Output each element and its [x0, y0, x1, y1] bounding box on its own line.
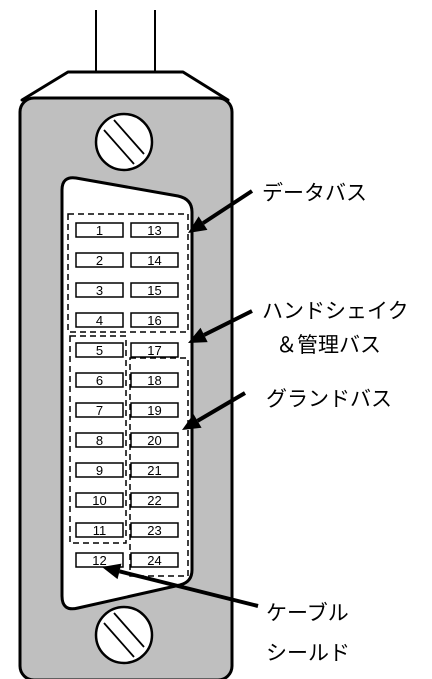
pin-6-label: 6	[96, 373, 103, 388]
pin-19-box	[130, 402, 179, 418]
pin-13-box	[130, 222, 179, 238]
pin-6-box	[75, 372, 124, 388]
pin-17-label: 17	[147, 343, 161, 358]
pin-10-label: 10	[92, 493, 106, 508]
handshake-bus-label-line1: ハンドシェイク	[262, 299, 409, 323]
pin-16-box	[130, 312, 179, 328]
ground-bus-label: グランドバス	[266, 387, 392, 411]
pin-9-box	[75, 462, 124, 478]
pin-11-label: 11	[93, 523, 107, 538]
pin-24-label: 24	[147, 553, 161, 568]
data-bus-label: データバス	[262, 181, 367, 205]
pin-3-box	[75, 282, 124, 298]
pin-18-label: 18	[147, 373, 161, 388]
connector-insert	[60, 176, 194, 611]
pin-9-label: 9	[96, 463, 103, 478]
pin-24-box	[130, 552, 179, 568]
connector-hood	[20, 70, 230, 102]
bottom-screw-icon	[94, 605, 154, 665]
pin-1-label: 1	[96, 223, 103, 238]
pin-1-box	[75, 222, 124, 238]
pin-22-box	[130, 492, 179, 508]
pin-22-label: 22	[147, 493, 161, 508]
handshake-bus-arrow	[188, 309, 253, 343]
pin-21-box	[130, 462, 179, 478]
pin-23-box	[130, 522, 179, 538]
ground-bus-arrow	[182, 391, 247, 430]
ground-bus-group	[129, 357, 189, 577]
pin-14-box	[130, 252, 179, 268]
pin-12-label: 12	[92, 553, 106, 568]
data-bus-group	[67, 213, 189, 333]
pin-7-label: 7	[96, 403, 103, 418]
pin-20-box	[130, 432, 179, 448]
pin-14-label: 14	[147, 253, 161, 268]
pin-15-box	[130, 282, 179, 298]
pin-8-label: 8	[96, 433, 103, 448]
pin-23-label: 23	[147, 523, 161, 538]
pin-2-label: 2	[96, 253, 103, 268]
pin-5-box	[75, 342, 124, 358]
pin-3-label: 3	[96, 283, 103, 298]
handshake-bus-label-line2: ＆管理バス	[276, 333, 381, 357]
pin-15-label: 15	[147, 283, 161, 298]
management-bus-group	[69, 335, 127, 544]
data-bus-arrow	[188, 189, 254, 233]
pin-8-box	[75, 432, 124, 448]
pin-5-label: 5	[96, 343, 103, 358]
pin-21-label: 21	[147, 463, 161, 478]
pin-20-label: 20	[147, 433, 161, 448]
pin-13-label: 13	[147, 223, 161, 238]
pin-16-label: 16	[147, 313, 161, 328]
pin-7-box	[75, 402, 124, 418]
cable-shield-label-line1: ケーブル	[266, 601, 349, 625]
pin-19-label: 19	[147, 403, 161, 418]
cable-shield-label-line2: シールド	[266, 641, 350, 665]
pin-11-box	[75, 522, 124, 538]
pin-10-box	[75, 492, 124, 508]
pin-18-box	[130, 372, 179, 388]
top-screw-icon	[94, 112, 154, 172]
pin-2-box	[75, 252, 124, 268]
callout-arrows	[102, 189, 259, 608]
pin-12-box	[75, 552, 124, 568]
pin-4-label: 4	[96, 313, 103, 328]
cable-shield-arrow	[102, 563, 259, 608]
pin-4-box	[75, 312, 124, 328]
pin-17-box	[130, 342, 179, 358]
